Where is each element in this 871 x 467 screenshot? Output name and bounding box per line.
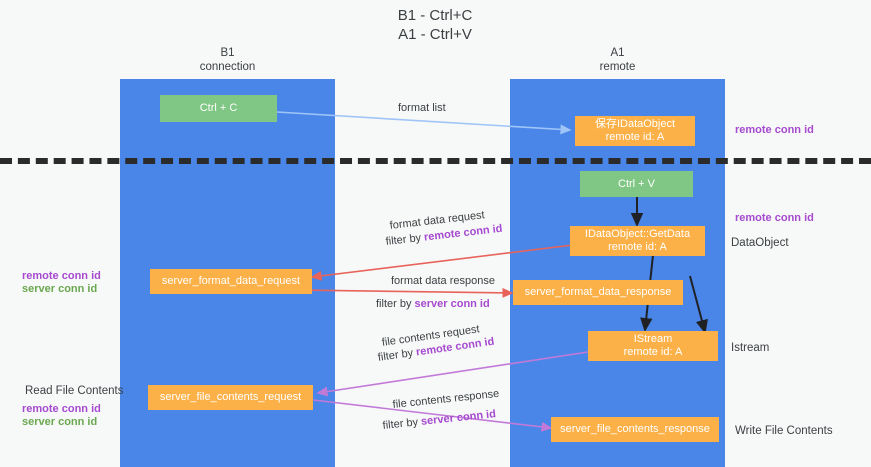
annotation-right-remote-conn-id-mid: remote conn id [735, 212, 814, 224]
annotation-right-write-file-contents: Write File Contents [735, 425, 833, 437]
filter-prefix: filter by [385, 231, 425, 248]
annotation-right-remote-conn-id-top: remote conn id [735, 124, 814, 136]
node-idataobject-getdata[interactable]: IDataObject::GetData remote id: A [570, 226, 705, 256]
annotation-right-dataobject: DataObject [731, 237, 789, 249]
diagram-title-line2: A1 - Ctrl+V [398, 26, 472, 43]
annotation-left-server-conn-id-bottom: server conn id [22, 416, 98, 428]
lane-head-a1: A1 [610, 47, 625, 59]
lane-head-b1-sub: connection [199, 61, 256, 73]
annotation-right-istream: Istream [731, 342, 770, 354]
node-save-idataobject-sub: remote id: A [605, 131, 665, 143]
node-istream[interactable]: IStream remote id: A [588, 331, 718, 361]
annotation-left-read-file-contents: Read File Contents [25, 385, 124, 397]
filter-key-server-conn-id: server conn id [420, 408, 497, 428]
diagram-title-line1: B1 - Ctrl+C [397, 7, 473, 24]
node-idataobject-getdata-sub: remote id: A [608, 241, 667, 253]
lane-head-b1: B1 [220, 47, 235, 59]
filter-prefix: filter by [377, 346, 417, 364]
node-ctrl-c-label: Ctrl + C [199, 102, 238, 114]
node-server-file-contents-response[interactable]: server_file_contents_response [551, 417, 719, 442]
node-server-format-data-request-label: server_format_data_request [161, 275, 301, 287]
node-server-format-data-response[interactable]: server_format_data_response [513, 280, 683, 305]
filter-key-server-conn-id: server conn id [414, 298, 490, 310]
filter-prefix: filter by [376, 298, 415, 310]
edge-label-format-list: format list [398, 102, 446, 114]
node-istream-sub: remote id: A [623, 346, 683, 358]
node-server-file-contents-response-label: server_file_contents_response [560, 423, 710, 435]
node-save-idataobject-label: 保存IDataObject [594, 118, 676, 130]
annotation-left-server-conn-id-mid: server conn id [22, 283, 98, 295]
node-server-file-contents-request-label: server_file_contents_request [159, 391, 302, 403]
edge-label-format-data-response: format data response [391, 275, 495, 287]
phase-divider [0, 158, 871, 164]
node-ctrl-c[interactable]: Ctrl + C [160, 95, 277, 122]
node-save-idataobject[interactable]: 保存IDataObject remote id: A [575, 116, 695, 146]
filter-prefix: filter by [382, 415, 422, 432]
lane-head-a1-sub: remote [599, 61, 636, 73]
node-server-file-contents-request[interactable]: server_file_contents_request [148, 385, 313, 410]
node-ctrl-v[interactable]: Ctrl + V [580, 171, 693, 197]
node-server-format-data-response-label: server_format_data_response [524, 286, 672, 298]
node-ctrl-v-label: Ctrl + V [618, 177, 655, 190]
annotation-left-remote-conn-id-bottom: remote conn id [22, 403, 101, 415]
annotation-left-remote-conn-id-mid: remote conn id [22, 270, 101, 282]
node-istream-label: IStream [633, 333, 673, 345]
edge-label-format-data-response-filter: filter by server conn id [376, 297, 490, 311]
node-server-format-data-request[interactable]: server_format_data_request [150, 269, 312, 294]
node-idataobject-getdata-label: IDataObject::GetData [584, 228, 691, 240]
